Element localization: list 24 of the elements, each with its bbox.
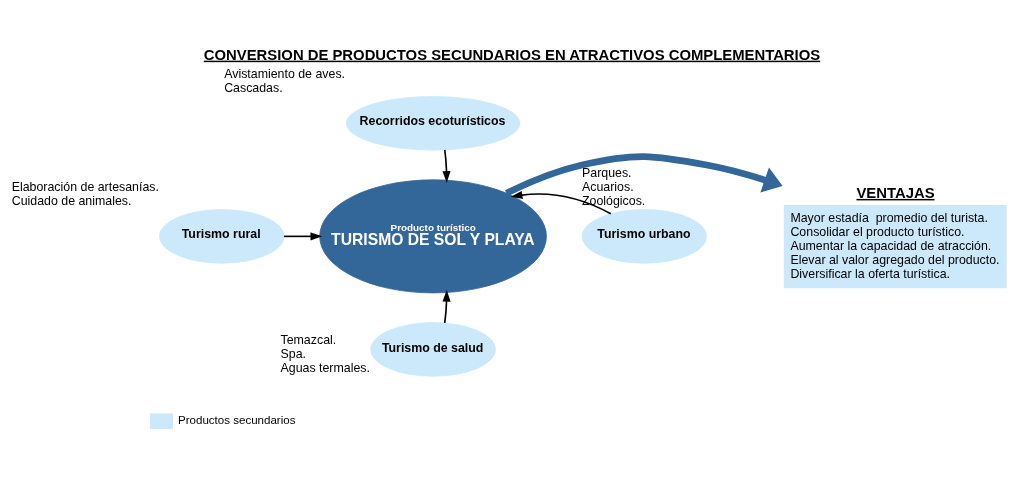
node-ellipse: Producto turístico TURISMO DE SOL Y PLAYA (319, 178, 547, 293)
arrow (442, 148, 451, 183)
legend-label: Productos secundarios (178, 413, 296, 426)
arrow (510, 190, 612, 215)
node-label: Acuarios. (582, 179, 634, 194)
node-label: Elaboración de artesanías. (11, 179, 159, 194)
node-label: Avistamiento de aves. (224, 66, 346, 81)
node-ellipse: Turismo de salud (370, 321, 496, 377)
node-label: Cascadas. (224, 80, 283, 95)
node-box: Mayor estadía promedio del turista. Consolidar el producto turístico. Aumentar la capacidad de atracción. Elevar al valor agregado del producto. Diversificar la oferta turística. (783, 204, 1007, 288)
arrow (505, 152, 783, 196)
node-ellipse: Turismo urbano (581, 208, 708, 264)
arrow (283, 231, 323, 240)
arrow (442, 289, 451, 324)
node-label: Aguas termales. (280, 360, 370, 375)
node-label: Zoológicos. (582, 193, 646, 208)
node-label: Cuidado de animales. (11, 193, 132, 208)
node-label: Parques. (582, 165, 632, 180)
node-label: Temazcal. (280, 332, 337, 347)
diagram-title: CONVERSION DE PRODUCTOS SECUNDARIOS EN ATRACTIVOS COMPLEMENTARIOS (203, 46, 821, 63)
node-ellipse: Turismo rural (159, 208, 285, 264)
node-label: VENTAJAS (856, 184, 935, 201)
node-label: Spa. (280, 346, 306, 361)
node-ellipse: Recorridos ecoturísticos (345, 95, 521, 151)
